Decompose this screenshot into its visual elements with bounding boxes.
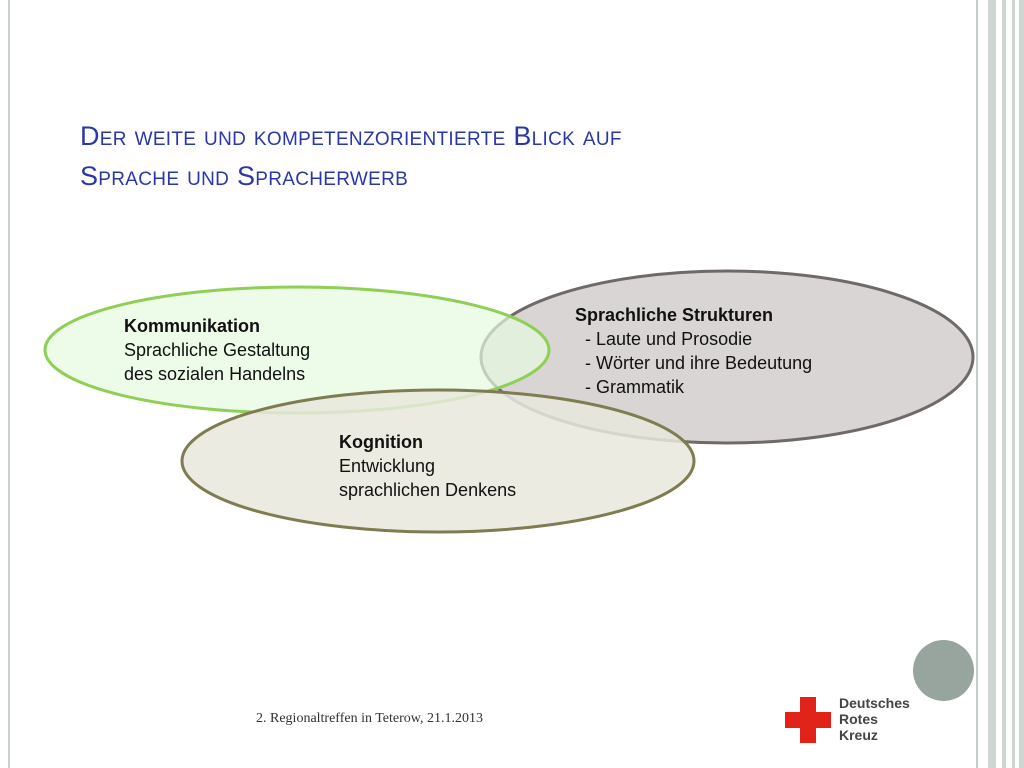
strukturen-heading: Sprachliche Strukturen <box>575 305 774 325</box>
decorative-circle <box>913 640 974 701</box>
slide-title-line-2: Sprache und Spracherwerb <box>80 161 409 191</box>
slide-title: Der weite und kompetenzorientierte Blick… <box>80 116 900 196</box>
strukturen-line: - Wörter und ihre Bedeutung <box>575 353 813 373</box>
kognition-line: Entwicklung <box>339 456 436 476</box>
logo-line: Deutsches <box>839 695 910 711</box>
ellipse-kognition <box>180 388 696 534</box>
red-cross-icon <box>785 697 831 743</box>
strukturen-text: Sprachliche Strukturen - Laute und Proso… <box>575 303 812 399</box>
slide-footer: 2. Regionaltreffen in Teterow, 21.1.2013 <box>256 711 483 726</box>
strukturen-line: - Grammatik <box>575 377 685 397</box>
slide-frame-right <box>976 0 978 768</box>
kommunikation-text: Kommunikation Sprachliche Gestaltung des… <box>124 314 310 386</box>
slide-frame-right <box>1019 0 1024 768</box>
logo-line: Kreuz <box>839 727 878 743</box>
kognition-line: sprachlichen Denkens <box>339 480 517 500</box>
red-cross-logo: Deutsches Rotes Kreuz <box>785 695 935 747</box>
logo-line: Rotes <box>839 711 878 727</box>
kommunikation-heading: Kommunikation <box>124 316 261 336</box>
slide-frame-right <box>1012 0 1015 768</box>
kommunikation-line: des sozialen Handelns <box>124 364 306 384</box>
slide-frame-right <box>988 0 996 768</box>
kognition-text: Kognition Entwicklung sprachlichen Denke… <box>339 430 516 502</box>
slide-frame-right <box>1002 0 1006 768</box>
kommunikation-line: Sprachliche Gestaltung <box>124 340 311 360</box>
slide-frame-left <box>8 0 10 768</box>
kognition-heading: Kognition <box>339 432 423 452</box>
logo-wordmark: Deutsches Rotes Kreuz <box>839 695 910 743</box>
strukturen-line: - Laute und Prosodie <box>575 329 753 349</box>
slide-title-line-1: Der weite und kompetenzorientierte Blick… <box>80 121 622 151</box>
